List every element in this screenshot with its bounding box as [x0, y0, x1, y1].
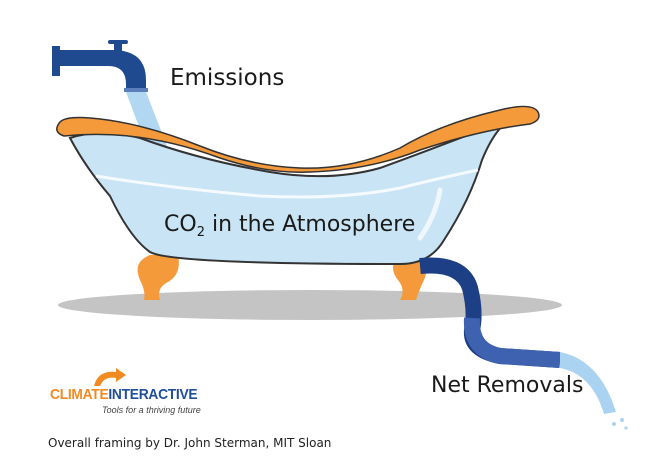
logo-name: CLIMATEINTERACTIVE	[50, 386, 198, 403]
logo-arrows-icon	[94, 368, 126, 386]
water-surface	[95, 168, 479, 199]
climate-interactive-logo: CLIMATEINTERACTIVE Tools for a thriving …	[46, 366, 226, 418]
water-outflow	[560, 352, 616, 414]
stock-label-subscript: 2	[196, 225, 205, 240]
emissions-label: Emissions	[170, 65, 285, 91]
net-removals-label: Net Removals	[431, 373, 584, 398]
floor-shadow	[58, 290, 562, 320]
logo-name-part1: CLIMATE	[50, 386, 109, 403]
logo-tagline: Tools for a thriving future	[102, 405, 201, 415]
faucet-icon	[52, 40, 148, 92]
tub-body	[68, 117, 513, 266]
credit-text: Overall framing by Dr. John Sterman, MIT…	[48, 436, 332, 450]
water-drops	[612, 418, 628, 430]
tub-rim	[56, 105, 540, 173]
stock-label-prefix: CO	[164, 212, 197, 237]
stock-label: CO2 in the Atmosphere	[164, 212, 415, 240]
logo-name-part2: INTERACTIVE	[108, 386, 198, 403]
stock-label-suffix: in the Atmosphere	[204, 212, 416, 237]
tub-feet	[137, 255, 427, 300]
